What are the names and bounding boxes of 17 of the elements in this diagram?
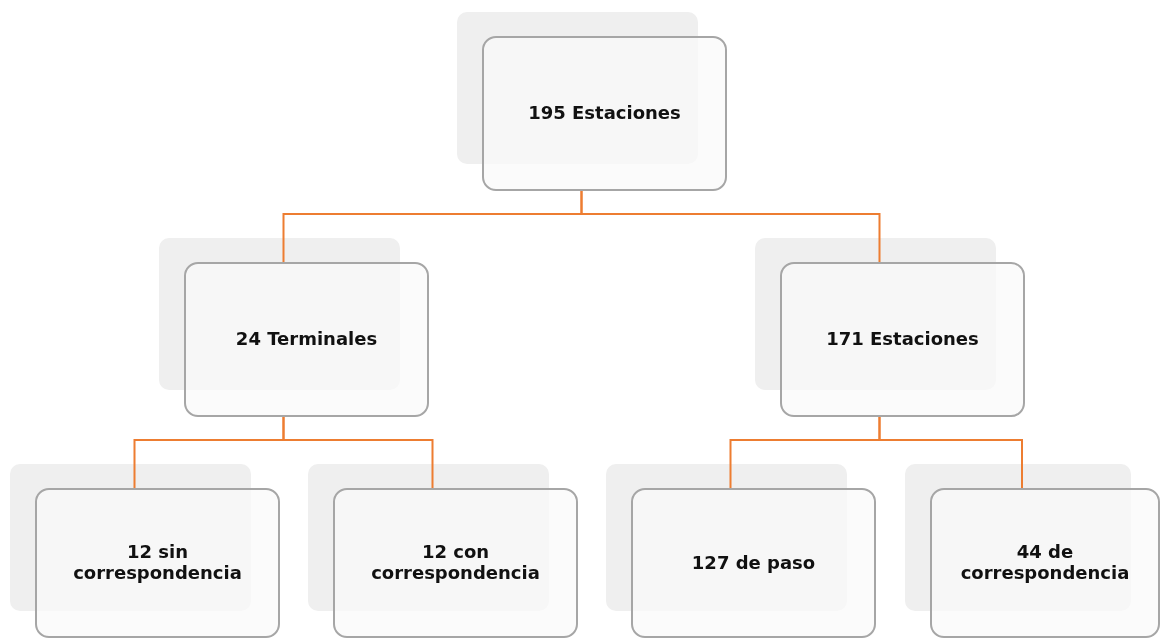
org-chart-box	[631, 488, 876, 638]
box-label: 171 Estaciones	[825, 329, 980, 350]
box-label: 44 de correspondencia	[959, 542, 1131, 584]
connector-line	[282, 416, 434, 489]
org-chart-box	[482, 36, 727, 191]
box-label: 127 de paso	[690, 552, 817, 574]
org-chart-box	[35, 488, 280, 638]
box-label: 24 Terminales	[234, 329, 379, 350]
box-label: 12 sin correspondencia	[72, 542, 243, 584]
connector-line	[878, 416, 1023, 489]
org-chart-box	[184, 262, 429, 417]
org-chart-box	[930, 488, 1160, 638]
connector-line	[580, 190, 881, 263]
box-label: 195 Estaciones	[527, 103, 682, 124]
org-chart-box	[333, 488, 578, 638]
box-label: 12 con correspondencia	[370, 542, 541, 584]
org-chart-box	[780, 262, 1025, 417]
